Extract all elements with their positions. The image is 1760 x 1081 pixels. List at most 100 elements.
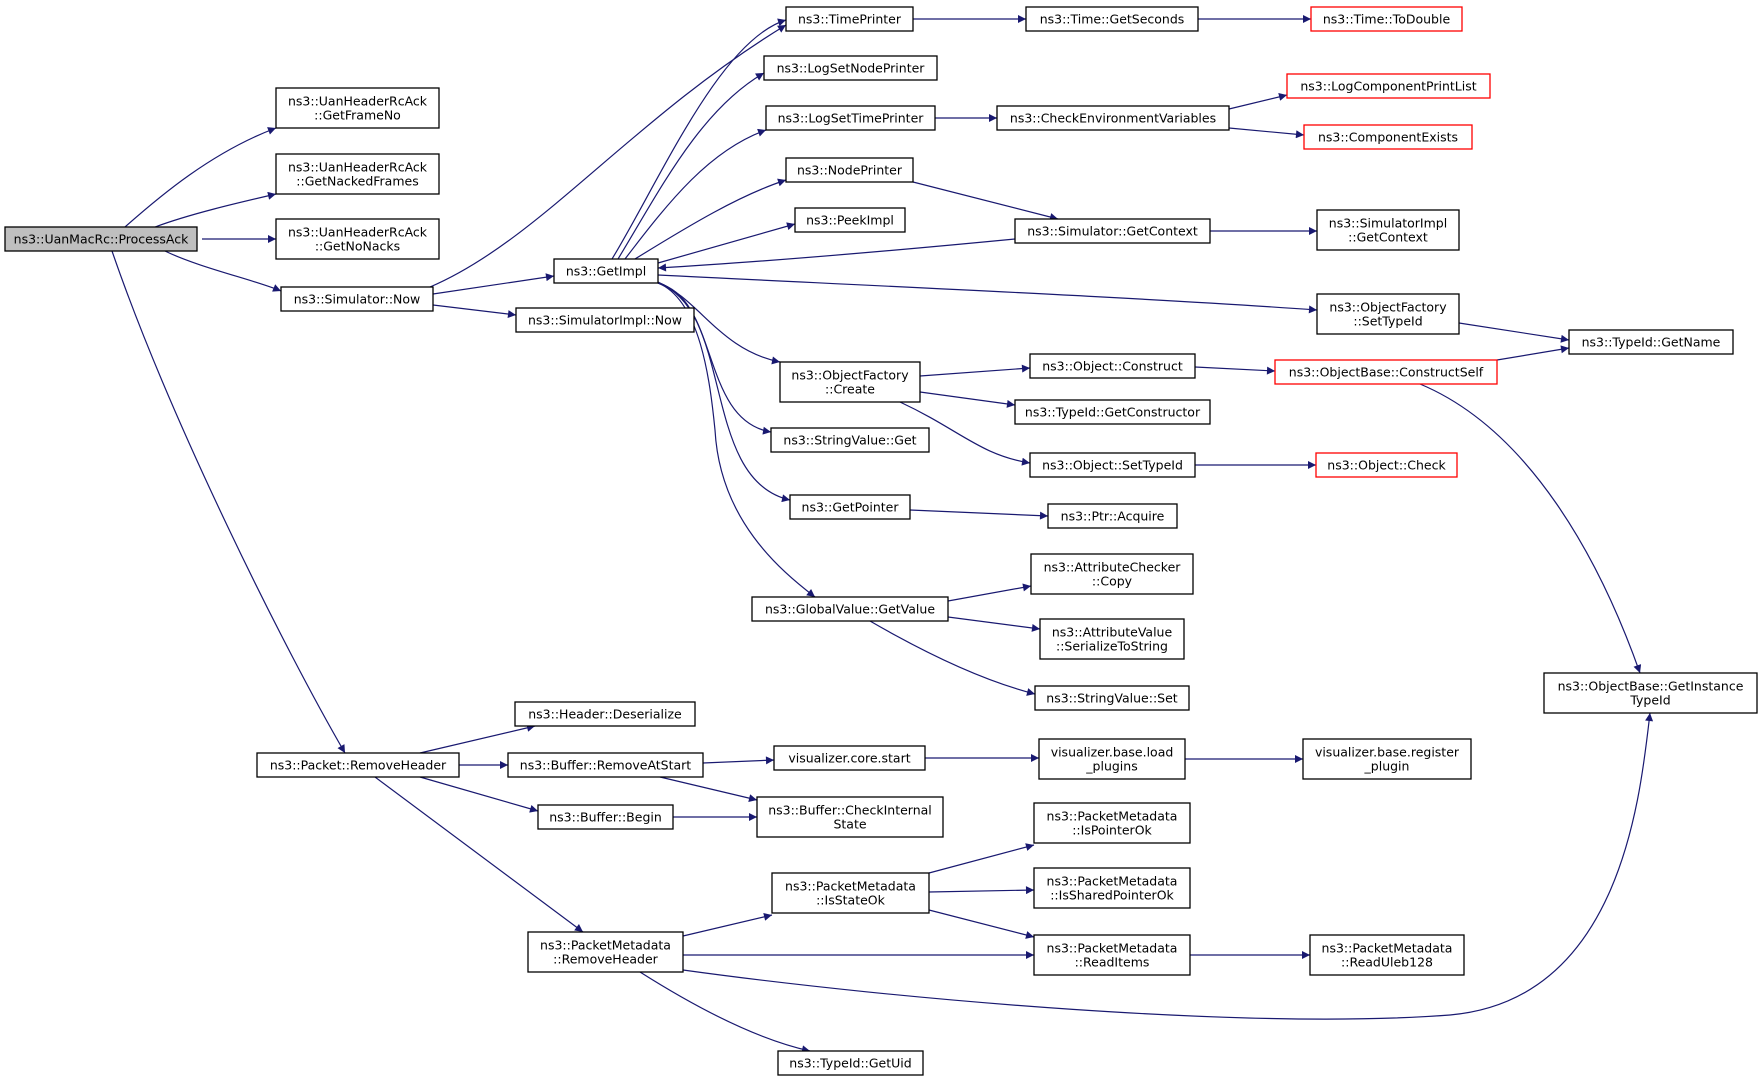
edge-pmisstateok-to-pmispointerok [928,843,1035,874]
edge-simnow-to-simimplnow [432,304,517,319]
node-timeprinter[interactable]: ns3::TimePrinter [785,6,914,32]
node-label: ns3::SimulatorImpl::Now [528,313,682,328]
node-visbaseload[interactable]: visualizer.base.load_plugins [1038,738,1186,780]
edge-getimpl-to-nodeprinter [634,178,787,260]
node-box [1025,6,1199,32]
node-bufferremoveatstart[interactable]: ns3::Buffer::RemoveAtStart [507,752,704,778]
node-label: ns3::StringValue::Get [783,433,916,448]
node-label: ::ReadUleb128 [1341,955,1433,970]
edge-gvgetvalue-to-stringvalueset [869,620,1036,696]
node-label: ns3::PacketMetadata [1047,941,1178,956]
node-nodeprinter[interactable]: ns3::NodePrinter [785,157,914,183]
node-getpointer[interactable]: ns3::GetPointer [789,494,911,520]
node-box [256,752,460,778]
node-label: ns3::Buffer::CheckInternal [768,803,932,818]
node-objsettypeid[interactable]: ns3::Object::SetTypeId [1029,452,1196,478]
node-typeidgetuid[interactable]: ns3::TypeId::GetUid [777,1050,924,1076]
node-label: ::IsSharedPointerOk [1050,888,1174,903]
node-label: ns3::NodePrinter [797,163,903,178]
node-ptracquire[interactable]: ns3::Ptr::Acquire [1047,503,1178,529]
node-headerdeserialize[interactable]: ns3::Header::Deserialize [514,701,696,727]
node-bufferbegin[interactable]: ns3::Buffer::Begin [537,804,674,830]
node-box [1315,452,1458,478]
node-getframeno[interactable]: ns3::UanHeaderRcAck::GetFrameNo [275,87,440,129]
edge-getimpl-to-peekimpl [657,222,796,264]
node-pmreaditems[interactable]: ns3::PacketMetadata::ReadItems [1033,934,1191,976]
node-typeidgetconstructor[interactable]: ns3::TypeId::GetConstructor [1014,399,1211,425]
node-label: ::IsStateOk [816,893,886,908]
node-label: ns3::TypeId::GetConstructor [1025,405,1201,420]
node-box [275,153,440,195]
node-label: ns3::LogSetNodePrinter [777,61,926,76]
node-logsetnodeprinter[interactable]: ns3::LogSetNodePrinter [763,55,938,81]
node-componentexists[interactable]: ns3::ComponentExists [1303,124,1473,150]
node-timegetseconds[interactable]: ns3::Time::GetSeconds [1025,6,1199,32]
node-objconstruct[interactable]: ns3::Object::Construct [1029,353,1196,379]
node-box [770,427,930,453]
node-pmispointerok[interactable]: ns3::PacketMetadata::IsPointerOk [1033,802,1191,844]
node-attrcheckercopy[interactable]: ns3::AttributeChecker::Copy [1030,553,1194,595]
node-stringvalueget[interactable]: ns3::StringValue::Get [770,427,930,453]
edge-checkenv-to-componentexists [1228,127,1305,139]
node-pmissharedpointerok[interactable]: ns3::PacketMetadata::IsSharedPointerOk [1033,867,1191,909]
node-label: ns3::Time::GetSeconds [1040,12,1185,27]
node-ofcreate[interactable]: ns3::ObjectFactory::Create [779,361,921,403]
node-label: ns3::UanMacRc::ProcessAck [14,232,189,247]
edge-checkenv-to-logcompprintlist [1228,92,1288,110]
node-simgetcontext[interactable]: ns3::Simulator::GetContext [1014,218,1211,244]
edge-pmisstateok-to-pmreaditems [928,909,1035,939]
edge-processack-to-simnow [164,250,282,292]
node-checkenv[interactable]: ns3::CheckEnvironmentVariables [996,105,1230,131]
node-removeheader[interactable]: ns3::Packet::RemoveHeader [256,752,460,778]
node-label: ns3::LogComponentPrintList [1300,79,1476,94]
node-logcompprintlist[interactable]: ns3::LogComponentPrintList [1286,73,1491,99]
node-label: ns3::PacketMetadata [1047,809,1178,824]
node-label: ns3::PeekImpl [806,213,894,228]
node-viscorestart[interactable]: visualizer.core.start [773,745,926,771]
node-stringvalueset[interactable]: ns3::StringValue::Set [1034,685,1190,711]
edge-gvgetvalue-to-attrvalueserialize [947,616,1041,632]
node-getimpl[interactable]: ns3::GetImpl [553,258,659,284]
node-peekimpl[interactable]: ns3::PeekImpl [794,207,906,233]
node-visbaseregister[interactable]: visualizer.base.register_plugin [1302,738,1472,780]
edge-simgetcontext-to-getimpl [657,238,1016,272]
node-logsettimeprinter[interactable]: ns3::LogSetTimePrinter [765,105,936,131]
nodes-layer: ns3::UanMacRc::ProcessAck ns3::UanHeaderR… [4,6,1758,1076]
node-box [1543,672,1758,714]
edge-ofsettypeid-to-typeidgetname [1458,322,1570,343]
node-box [779,361,921,403]
node-label: ::ReadItems [1075,955,1150,970]
node-processack[interactable]: ns3::UanMacRc::ProcessAck [4,226,198,252]
node-box [1014,399,1211,425]
node-simimplgetcontext[interactable]: ns3::SimulatorImpl::GetContext [1316,209,1460,251]
node-objcheck[interactable]: ns3::Object::Check [1315,452,1458,478]
edge-simnow-to-getimpl [432,273,555,295]
node-pmreaduleb[interactable]: ns3::PacketMetadata::ReadUleb128 [1309,934,1465,976]
node-typeidgetname[interactable]: ns3::TypeId::GetName [1568,329,1734,355]
node-getnonacks[interactable]: ns3::UanHeaderRcAck::GetNoNacks [275,218,440,260]
node-pmremoveheader[interactable]: ns3::PacketMetadata::RemoveHeader [527,931,684,973]
node-ofsettypeid[interactable]: ns3::ObjectFactory::SetTypeId [1316,293,1460,335]
node-box [756,796,944,838]
node-box [785,157,914,183]
node-simnow[interactable]: ns3::Simulator::Now [280,286,434,312]
edge-nodeprinter-to-simgetcontext [912,181,1059,221]
node-gvgetvalue[interactable]: ns3::GlobalValue::GetValue [751,596,949,622]
node-label: ::RemoveHeader [553,952,659,967]
node-attrvalueserialize[interactable]: ns3::AttributeValue::SerializeToString [1039,618,1185,660]
node-box [773,745,926,771]
node-getnackedframes[interactable]: ns3::UanHeaderRcAck::GetNackedFrames [275,153,440,195]
node-pmisstateok[interactable]: ns3::PacketMetadata::IsStateOk [771,872,930,914]
node-label: ns3::GetImpl [566,264,646,279]
node-simimplnow[interactable]: ns3::SimulatorImpl::Now [515,307,695,333]
edge-objbaseconstructself-to-getinstancetypeid [1419,383,1642,674]
edge-processack-to-getnackedframes [154,191,277,228]
node-box [1034,685,1190,711]
node-box [1302,738,1472,780]
node-objbaseconstructself[interactable]: ns3::ObjectBase::ConstructSelf [1274,359,1498,385]
node-timetodouble[interactable]: ns3::Time::ToDouble [1310,6,1463,32]
edge-processack-to-removeheader [111,250,346,754]
